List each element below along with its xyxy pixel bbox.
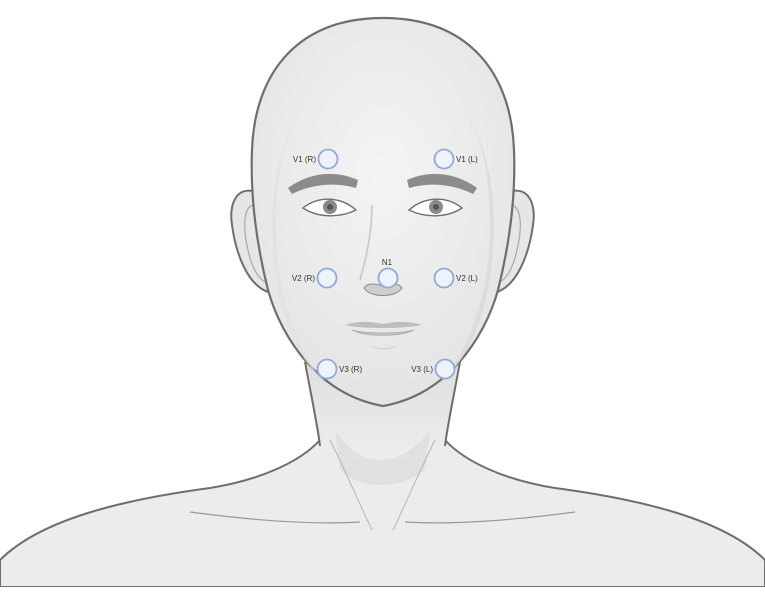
- electrode-v2-r-marker: [318, 269, 337, 288]
- electrode-n1-marker: [379, 269, 398, 288]
- electrode-v3-r-marker: [318, 360, 337, 379]
- electrode-v2-l-label: V2 (L): [456, 274, 478, 283]
- electrode-v1-r-label: V1 (R): [293, 155, 316, 164]
- electrode-v3-l-marker: [436, 360, 455, 379]
- electrode-v2-l-marker: [435, 269, 454, 288]
- electrode-v1-l-marker: [435, 150, 454, 169]
- head: [252, 18, 515, 406]
- pupil-left-side: [433, 204, 439, 210]
- electrode-n1-label: N1: [382, 258, 393, 267]
- electrode-v2-r-label: V2 (R): [292, 274, 315, 283]
- pupil-right-side: [327, 204, 333, 210]
- electrode-v1-l-label: V1 (L): [456, 155, 478, 164]
- electrode-v1-r-marker: [319, 150, 338, 169]
- electrode-v3-l-label: V3 (L): [411, 365, 433, 374]
- electrode-v3-r-label: V3 (R): [339, 365, 362, 374]
